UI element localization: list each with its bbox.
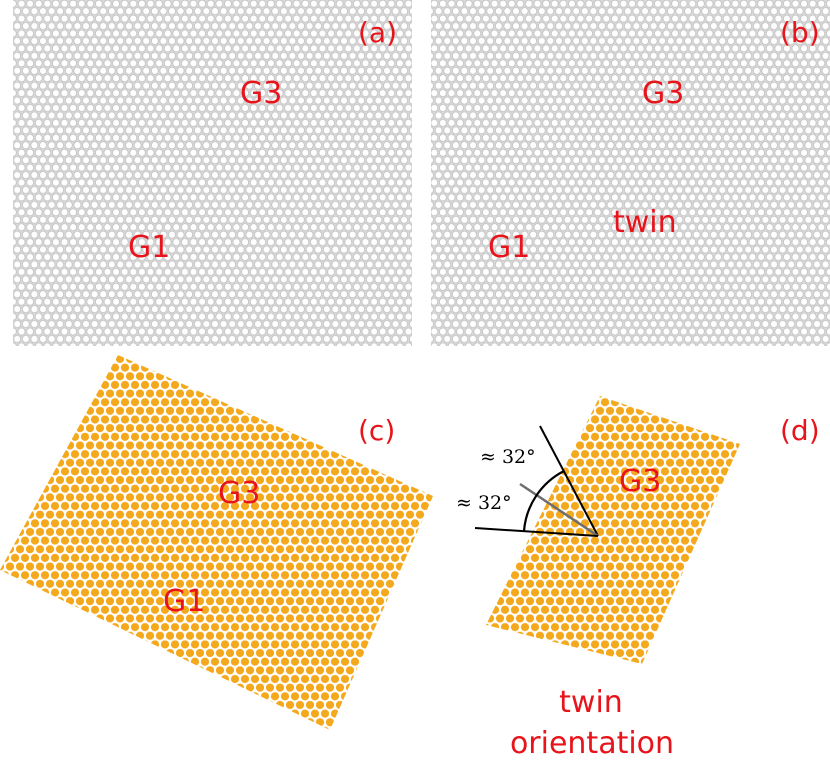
panel-c-label: (c): [358, 414, 395, 447]
panel-d-label: (d): [780, 414, 820, 447]
panel-b-twin-label: twin: [613, 205, 677, 240]
panel-d-rotated-lattice: [486, 396, 740, 664]
panel-c-grain-g1-label: G1: [163, 584, 205, 619]
angle-label-lower: ≈ 32°: [456, 492, 512, 514]
panel-a: (a) G3 G1: [13, 0, 412, 346]
panel-a-label: (a): [358, 16, 397, 49]
panel-a-grain-g3-label: G3: [240, 76, 282, 111]
panel-a-lattice: [13, 0, 412, 346]
panel-b-lattice: [431, 0, 830, 346]
angle-ray-upper: [539, 425, 599, 537]
panel-b: (b) G3 G1 twin: [431, 0, 830, 346]
angle-ray-middle: [519, 482, 599, 538]
panel-b-grain-g1-label: G1: [488, 230, 530, 265]
panel-b-label: (b): [780, 16, 820, 49]
panel-d-caption-line-1: twin: [559, 685, 623, 720]
angle-ray-lower: [474, 527, 599, 537]
panel-d-grain-g3-label: G3: [619, 464, 661, 499]
panel-d-caption-line-2: orientation: [510, 726, 674, 761]
panel-a-grain-g1-label: G1: [128, 230, 170, 265]
panel-c-grain-g3-label: G3: [218, 476, 260, 511]
angle-label-upper: ≈ 32°: [480, 446, 536, 468]
panel-c: (c) G3 G1: [0, 355, 433, 730]
panel-b-grain-g3-label: G3: [642, 76, 684, 111]
panel-d: (d) G3 ≈ 32° ≈ 32° twin orientation: [456, 396, 820, 761]
angle-arc: [522, 470, 565, 532]
panel-c-rotated-lattice: [0, 355, 433, 730]
